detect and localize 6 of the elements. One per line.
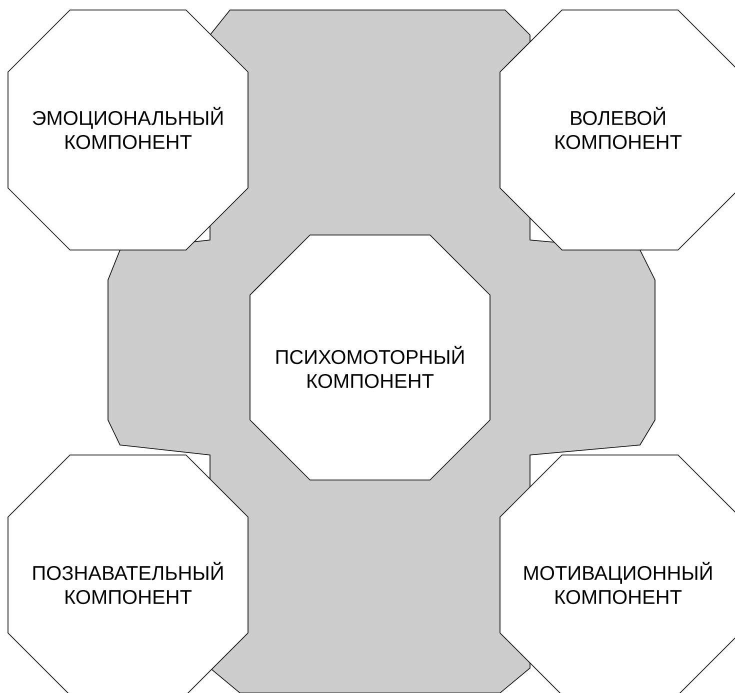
octagon-box: МОТИВАЦИОННЫЙ КОМПОНЕНТ	[500, 454, 735, 693]
octagon-box: ЭМОЦИОНАЛЬНЫЙ КОМПОНЕНТ	[8, 10, 248, 250]
octagon-box: ВОЛЕВОЙ КОМПОНЕНТ	[500, 10, 735, 250]
octagon-box: ПОЗНАВАТЕЛЬНЫЙ КОМПОНЕНТ	[8, 454, 248, 693]
node-label: ПОЗНАВАТЕЛЬНЫЙ КОМПОНЕНТ	[33, 562, 223, 604]
octagon-box: ПСИХОМОТОРНЫЙ КОМПОНЕНТ	[250, 234, 490, 480]
